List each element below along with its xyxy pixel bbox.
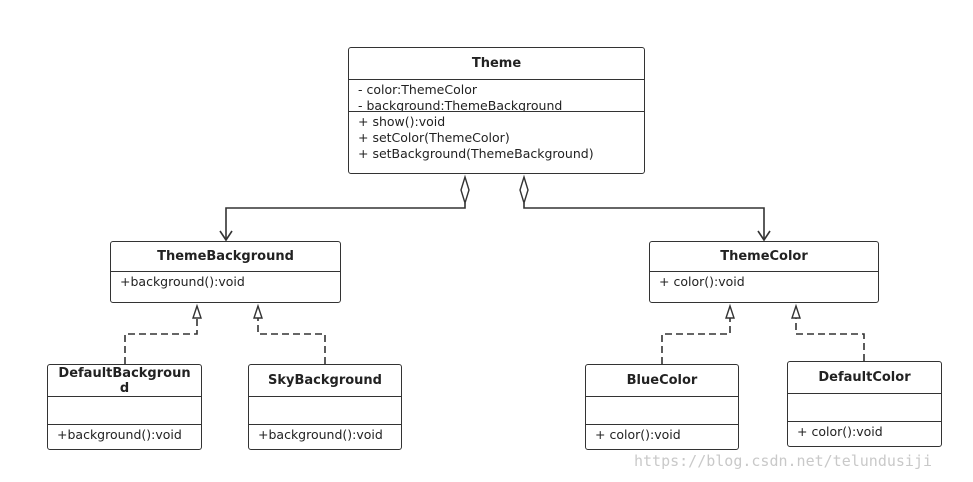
class-blue-color[interactable]: BlueColor + color():void <box>585 364 739 450</box>
attributes-section <box>586 396 738 424</box>
class-default-color[interactable]: DefaultColor + color():void <box>787 361 942 447</box>
attribute: - color:ThemeColor <box>358 82 478 97</box>
attributes-section: +background():void <box>111 271 340 292</box>
realization-triangle <box>253 303 263 319</box>
watermark-text: https://blog.csdn.net/telundusiji <box>634 452 933 470</box>
realization-line <box>257 318 326 364</box>
methods-section: + color():void <box>586 424 738 445</box>
realization-line <box>661 318 731 364</box>
attributes-section <box>48 396 201 424</box>
class-name: DefaultColor <box>818 370 911 385</box>
attribute: + color():void <box>659 274 745 289</box>
class-theme[interactable]: Theme - color:ThemeColor - background:Th… <box>348 47 645 174</box>
attributes-section: - color:ThemeColor - background:ThemeBac… <box>349 79 644 111</box>
class-name: SkyBackground <box>268 373 382 388</box>
realization-triangle <box>192 303 202 319</box>
class-theme-color[interactable]: ThemeColor + color():void <box>649 241 879 303</box>
attribute: +background():void <box>120 274 245 289</box>
methods-section: +background():void <box>48 424 201 445</box>
class-name: ThemeBackground <box>157 249 294 264</box>
methods-section: +background():void <box>249 424 401 445</box>
aggregation-diamond <box>460 174 470 206</box>
realization-triangle <box>791 303 801 319</box>
method: + setBackground(ThemeBackground) <box>358 146 594 161</box>
class-name: ThemeColor <box>720 249 808 264</box>
method: + color():void <box>595 427 681 442</box>
aggregation-line <box>523 203 765 239</box>
aggregation-arrowhead <box>219 230 233 242</box>
class-name: DefaultBackground <box>58 365 191 396</box>
class-theme-background[interactable]: ThemeBackground +background():void <box>110 241 341 303</box>
attributes-section: + color():void <box>650 271 878 292</box>
class-name: Theme <box>471 56 522 71</box>
method: + setColor(ThemeColor) <box>358 130 510 145</box>
class-name: BlueColor <box>626 373 698 388</box>
realization-triangle <box>725 303 735 319</box>
method: +background():void <box>57 427 182 442</box>
attribute: - background:ThemeBackground <box>358 98 563 111</box>
aggregation-line <box>225 203 466 239</box>
methods-section: + show():void + setColor(ThemeColor) + s… <box>349 111 644 164</box>
class-sky-background[interactable]: SkyBackground +background():void <box>248 364 402 450</box>
method: +background():void <box>258 427 383 442</box>
attributes-section <box>788 393 941 421</box>
aggregation-arrowhead <box>757 230 771 242</box>
aggregation-diamond <box>519 174 529 206</box>
realization-line <box>795 318 865 361</box>
realization-line <box>124 318 198 364</box>
class-default-background[interactable]: DefaultBackground +background():void <box>47 364 202 450</box>
methods-section: + color():void <box>788 421 941 442</box>
method: + color():void <box>797 424 883 439</box>
method: + show():void <box>358 114 446 129</box>
attributes-section <box>249 396 401 424</box>
